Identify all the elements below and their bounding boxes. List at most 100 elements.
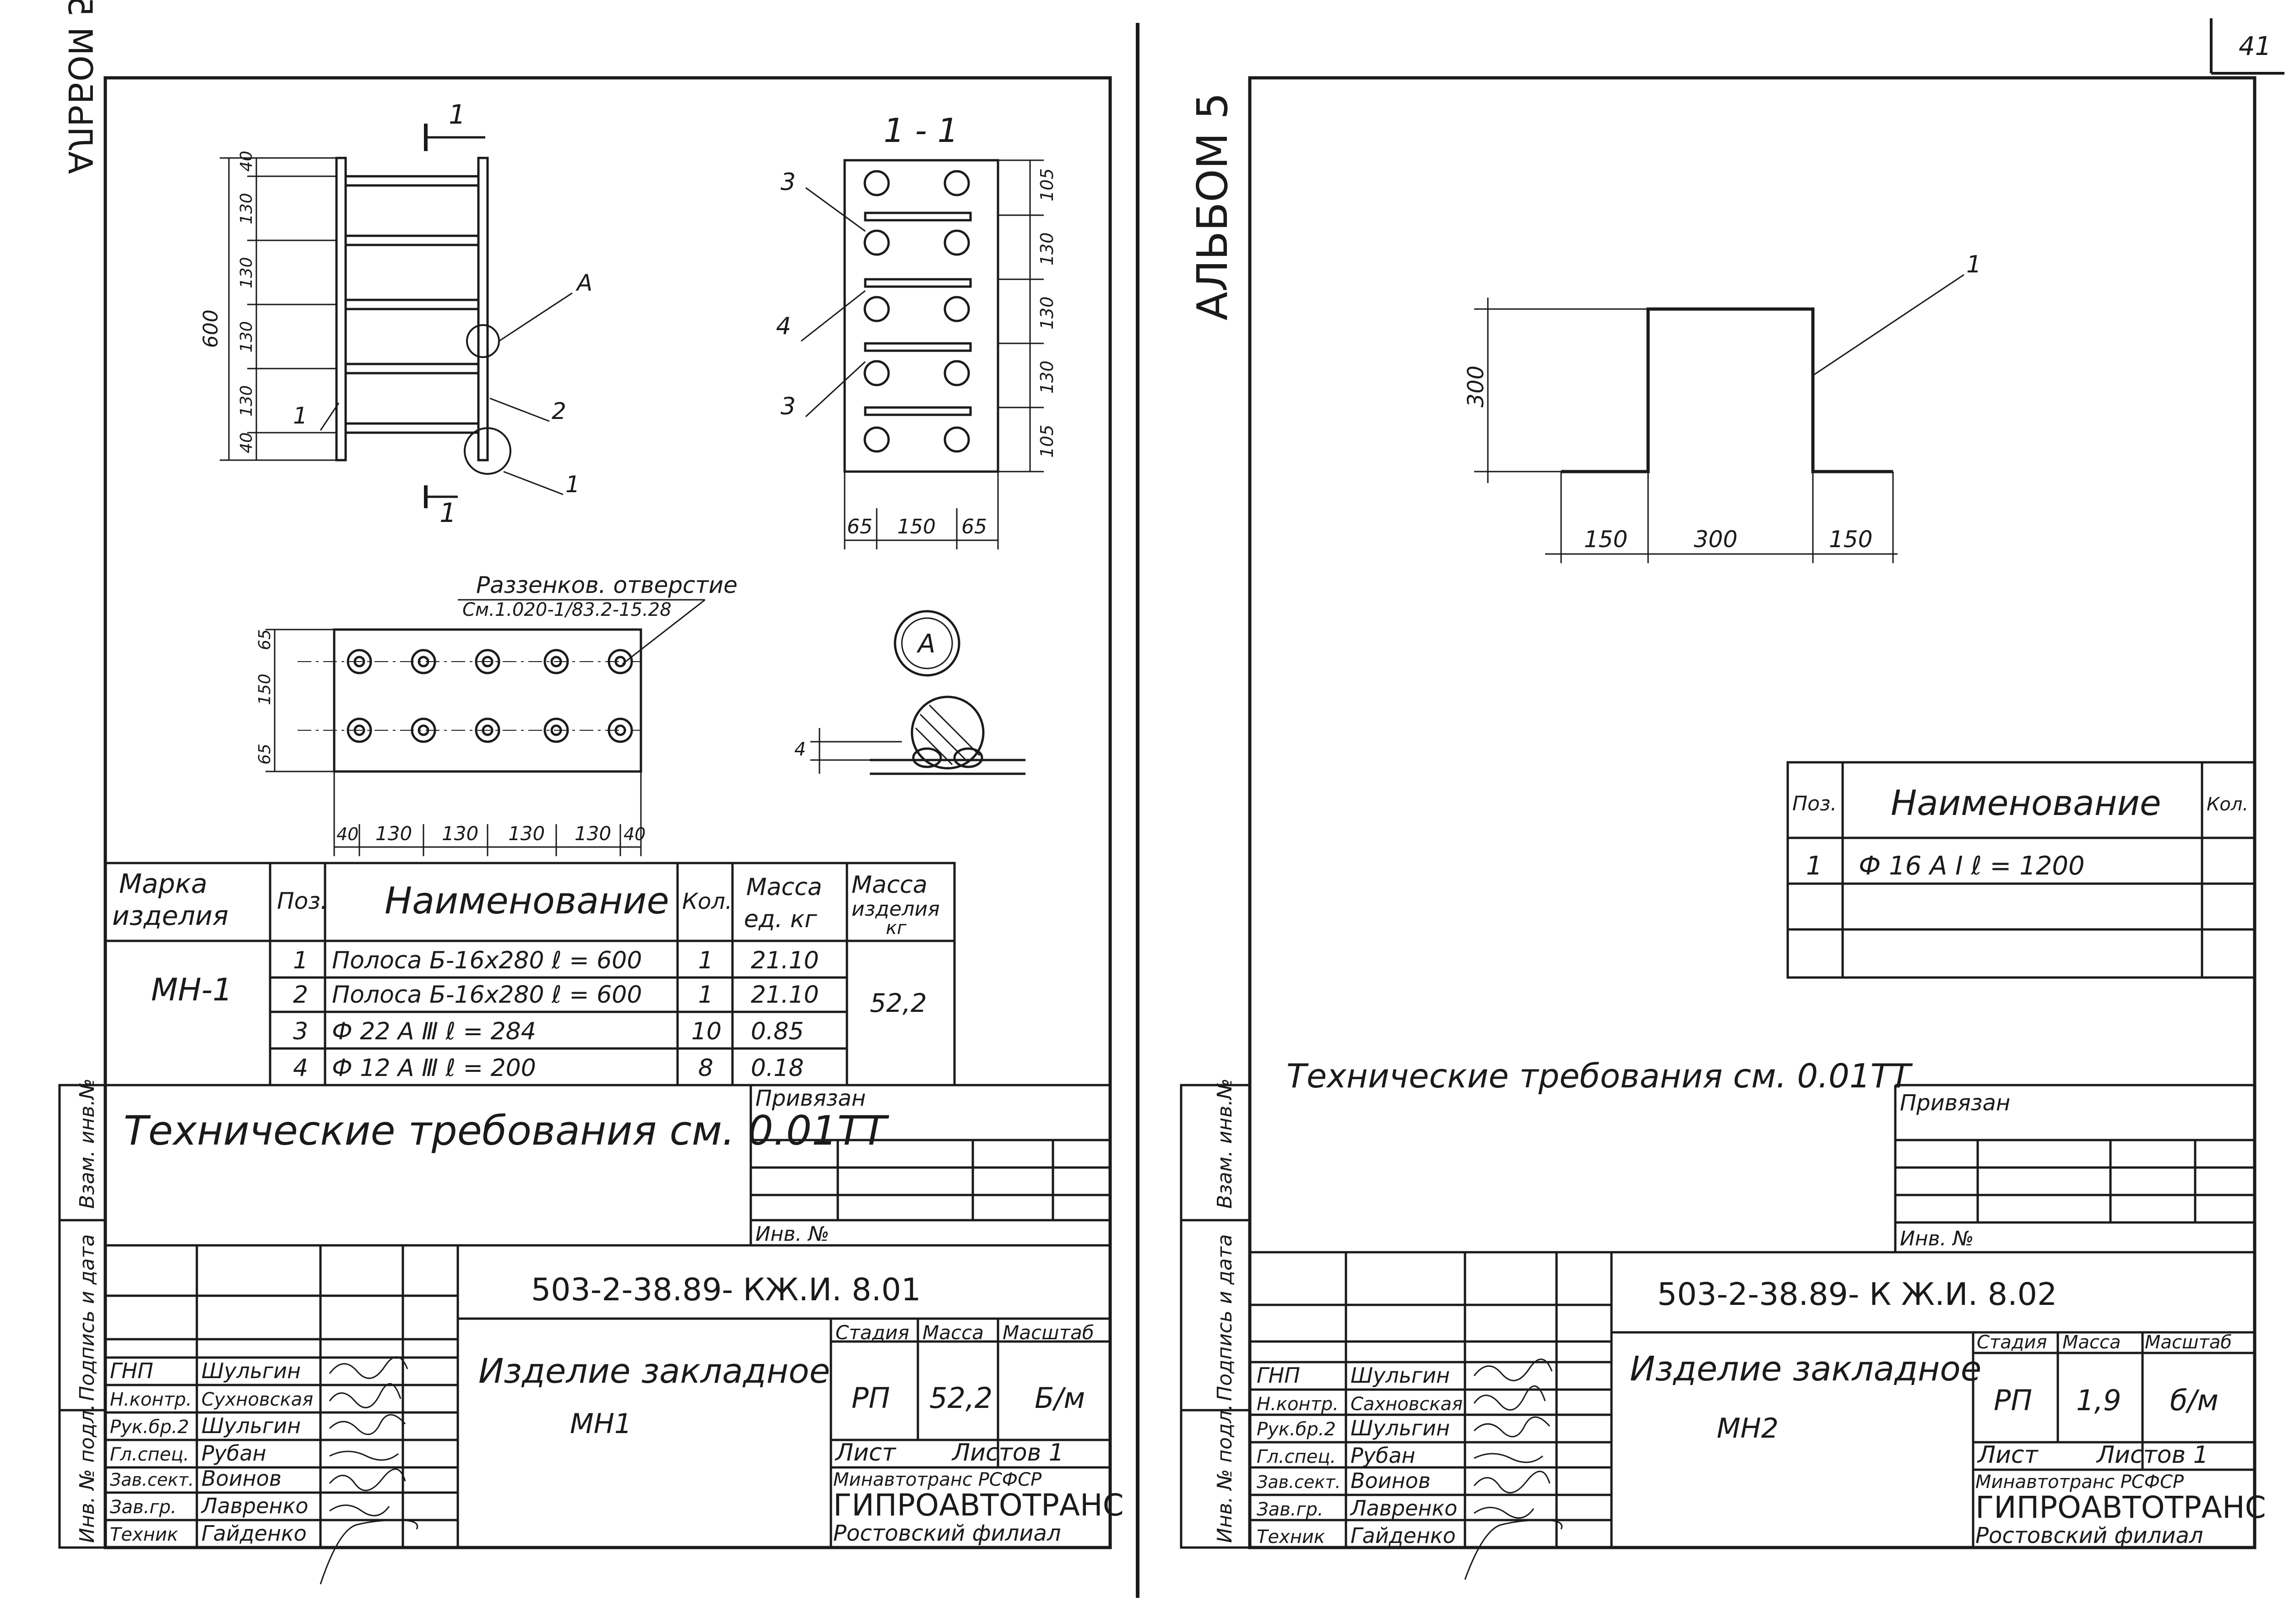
plan-dim-b1: 130 [375, 822, 412, 845]
staff-role: Зав.сект. [110, 1470, 194, 1490]
left-side-label-0: Взам. инв.№ [76, 1078, 99, 1209]
staff-name: Гайденко [1351, 1523, 1456, 1548]
sec-dim-1: 130 [1037, 232, 1057, 266]
detail-a-view [810, 695, 1025, 775]
album-label-mirrored: АЛЬБОМ 5 [61, 0, 99, 174]
right-spec-h-qty: Кол. [2207, 794, 2248, 815]
staff-name: Шульгин [1351, 1416, 1450, 1440]
sec-dim-4: 105 [1037, 424, 1057, 458]
elevation-view [220, 124, 573, 508]
pos-label-2: 2 [552, 398, 566, 424]
spec-row-name: Ф 12 А Ⅲ ℓ = 200 [332, 1054, 536, 1082]
left-signatures [320, 1356, 418, 1585]
staff-name: Лавренко [201, 1494, 308, 1518]
callout-a-label: A [575, 270, 592, 296]
spec-rows: 1 Полоса Б-16х280 ℓ = 600 1 21.10 2 Поло… [293, 947, 819, 1082]
right-stage-h: Стадия [1977, 1332, 2047, 1353]
right-sheet: АЛЬБОМ 5 1 300 150 300 150 [1180, 76, 2266, 1580]
pos-label-3b: 3 [781, 393, 796, 420]
right-staff: ГНП Шульгин Н.контр. Сахновская Рук.бр.2… [1257, 1363, 1463, 1548]
u-bar-view [1474, 274, 1964, 563]
plan-dim-b2: 130 [442, 822, 478, 845]
elev-dim-1: 130 [237, 193, 256, 224]
spec-h-unit-mass-1: Масса [746, 874, 822, 901]
plan-dim-l0: 65 [255, 629, 274, 650]
spec-h-mark-2: изделия [112, 900, 228, 931]
right-scale-h: Масштаб [2145, 1332, 2232, 1353]
right-spec-h-name: Наименование [1891, 782, 2161, 823]
spec-row-qty: 10 [691, 1018, 721, 1045]
staff-role: Рук.бр.2 [110, 1417, 189, 1438]
staff-role: Гл.спец. [110, 1444, 189, 1465]
pos-label-1a: 1 [293, 402, 308, 429]
left-sheet-label: Лист [835, 1439, 896, 1466]
spec-h-name: Наименование [385, 880, 669, 922]
right-org-1: Минавтотранс РСФСР [1975, 1472, 2184, 1493]
left-mass: 52,2 [929, 1381, 993, 1415]
staff-name: Шульгин [201, 1413, 301, 1438]
staff-name: Лавренко [1350, 1496, 1457, 1521]
plan-note-1: Раззенков. отверстие [476, 572, 738, 598]
right-stage: РП [1994, 1384, 2032, 1417]
spec-row-qty: 1 [698, 947, 713, 974]
plan-dim-b4: 130 [575, 822, 611, 845]
left-privyazan: Привязан [755, 1086, 866, 1111]
left-org-1: Минавтотранс РСФСР [833, 1469, 1042, 1490]
right-spec-h-pos: Поз. [1792, 792, 1837, 815]
page-number: 41 [2239, 32, 2271, 61]
staff-role: Зав.гр. [1257, 1499, 1323, 1520]
right-side-label-1: Подпись и дата [1213, 1234, 1237, 1401]
right-org-2: ГИПРОАВТОТРАНС [1975, 1490, 2266, 1525]
left-subtitle: МН1 [570, 1408, 632, 1440]
elev-dim-3: 130 [237, 321, 256, 353]
left-sheets-label: Листов 1 [951, 1439, 1064, 1466]
spec-row-mass: 21.10 [751, 947, 819, 974]
staff-role: ГНП [1257, 1363, 1300, 1388]
right-subtitle: МН2 [1717, 1412, 1779, 1445]
plan-dim-b3: 130 [508, 822, 545, 845]
section-title: 1 - 1 [884, 111, 958, 150]
sec-dim-0: 105 [1037, 168, 1057, 201]
sec-dim-b0: 65 [847, 515, 873, 538]
spec-h-mark-1: Марка [119, 868, 207, 899]
elev-total-dim: 600 [199, 310, 222, 348]
right-title-block [1180, 1084, 2255, 1549]
plan-dim-b0: 40 [336, 824, 358, 844]
spec-row-mass: 0.18 [751, 1054, 804, 1082]
left-mass-h: Масса [922, 1321, 984, 1344]
staff-name: Сахновская [1351, 1394, 1463, 1415]
staff-name: Воинов [201, 1466, 282, 1491]
spec-row-name: Полоса Б-16х280 ℓ = 600 [332, 947, 642, 974]
left-doc-code: 503-2-38.89- КЖ.И. 8.01 [531, 1272, 921, 1308]
sec-dim-b1: 150 [897, 515, 936, 538]
plan-dim-l1: 150 [255, 673, 274, 705]
sec-dim-2: 130 [1037, 296, 1057, 330]
elev-dim-0: 40 [237, 151, 256, 172]
left-spec-table [104, 862, 956, 1086]
staff-name: Сухновская [201, 1389, 313, 1410]
spec-row-name: Полоса Б-16х280 ℓ = 600 [332, 981, 642, 1009]
left-stage: РП [852, 1381, 890, 1415]
right-scale: б/м [2170, 1384, 2218, 1417]
right-privyazan: Привязан [1900, 1090, 2010, 1116]
right-inv-no: Инв. № [1900, 1227, 1974, 1250]
right-spec-table [1786, 761, 2256, 979]
spec-mark: МН-1 [151, 972, 233, 1008]
left-inv-no: Инв. № [755, 1222, 829, 1246]
right-dim-b1: 300 [1694, 526, 1737, 553]
staff-name: Шульгин [1351, 1363, 1450, 1388]
left-frame [103, 76, 1112, 1549]
spec-row-pos: 1 [293, 947, 308, 974]
detail-a-label: A [917, 629, 935, 659]
right-dim-b2: 150 [1829, 526, 1872, 553]
left-tech-req: Технические требования см. 0.01ТТ [124, 1107, 890, 1154]
left-title-block [58, 1084, 1110, 1549]
pos-label-4: 4 [776, 313, 791, 340]
elev-dim-2: 130 [237, 257, 256, 288]
spec-h-unit-mass-2: ед. кг [744, 906, 817, 933]
right-dim-b0: 150 [1584, 526, 1627, 553]
left-stage-h: Стадия [835, 1321, 909, 1344]
staff-name: Рубан [201, 1441, 266, 1466]
plan-view [266, 599, 705, 856]
plan-dim-l2: 65 [255, 744, 274, 765]
